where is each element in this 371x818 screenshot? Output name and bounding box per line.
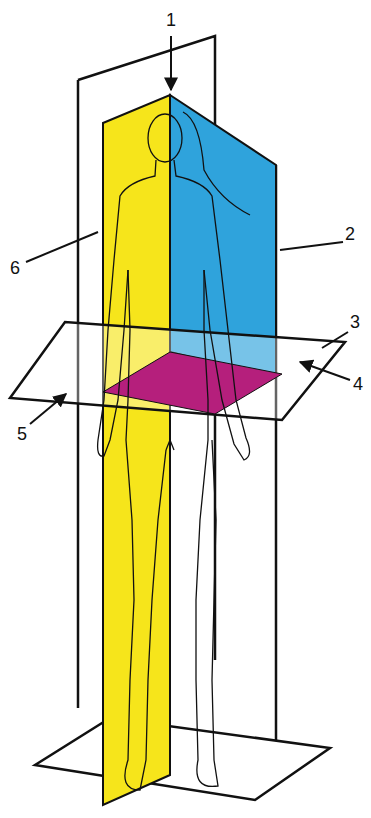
callout-number: 6 [10,259,20,277]
callout-number: 1 [166,11,176,29]
callout-number: 4 [353,375,363,393]
human-figure [98,112,250,790]
callout-number: 2 [345,225,355,243]
transverse-section [103,352,282,414]
transverse-plane [10,322,345,420]
sagittal-plane [103,95,170,805]
callout-number: 3 [350,313,360,331]
floor-frame [35,718,330,800]
callout-number: 5 [17,425,27,443]
pointer-arrows [26,36,350,424]
